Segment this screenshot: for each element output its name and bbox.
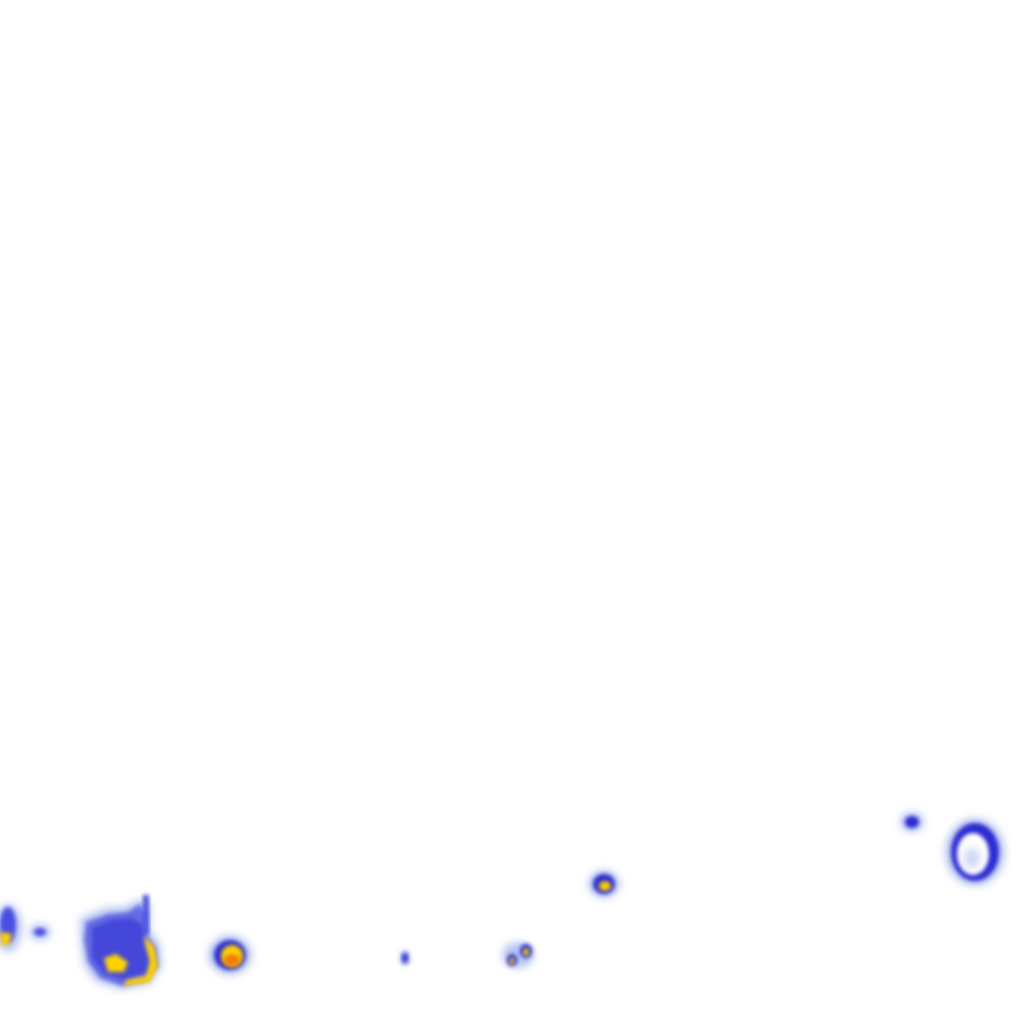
blob-left-edge [0, 904, 22, 952]
blob-orange [208, 935, 252, 975]
blob-right-ring [945, 818, 1005, 886]
blob-small-pair [502, 942, 534, 968]
blob-right-dot [900, 812, 924, 832]
blob-middle-yellow [588, 870, 620, 898]
blob-large-cluster [80, 895, 162, 990]
blob-left-dot [29, 924, 51, 940]
blob-tiny-center [399, 950, 411, 966]
